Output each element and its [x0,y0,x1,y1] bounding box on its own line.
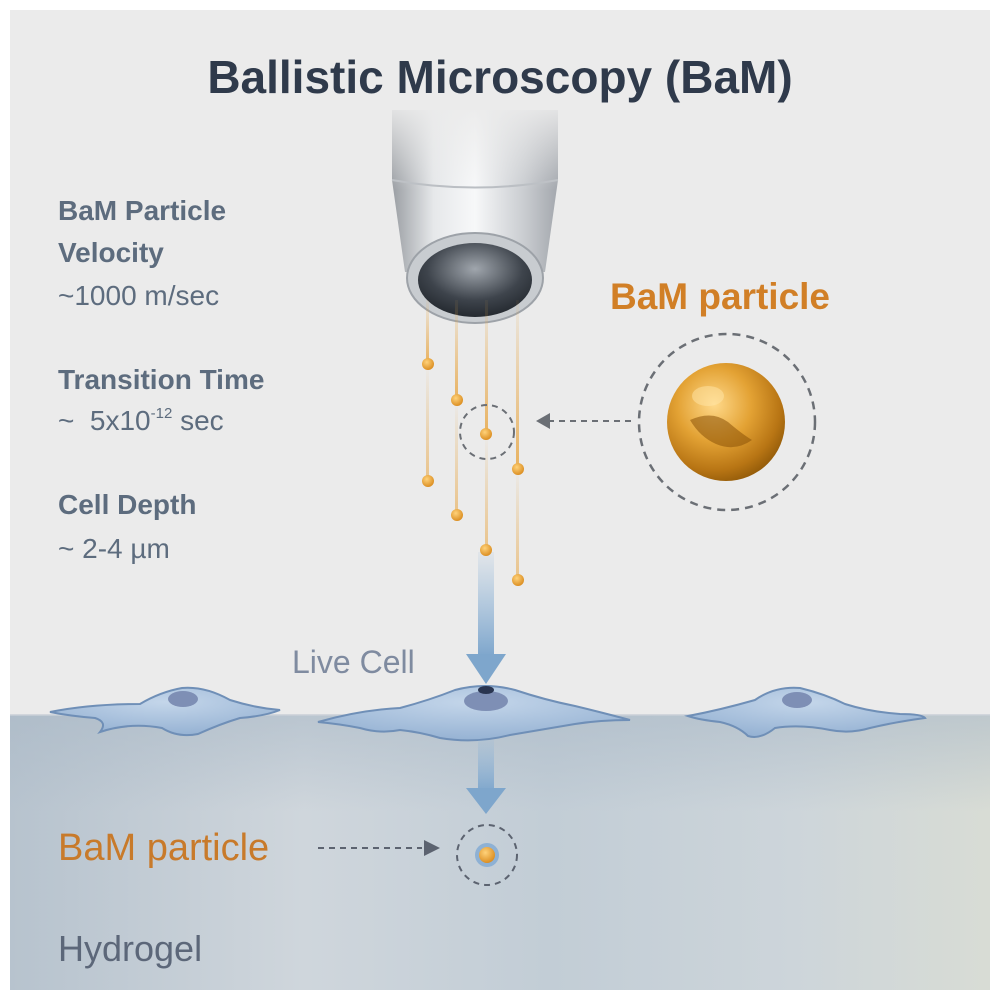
particle-dot [451,394,463,406]
zoom-arrow-head [536,413,550,429]
hydrogel-shading [10,715,990,990]
live-cell-icon [317,685,631,742]
velocity-value: ~1000 m/sec [58,280,220,311]
particle-trails [426,300,519,578]
live-cell-icon [684,686,927,738]
particle-dot [480,428,492,440]
transition-time-label: Transition Time [58,364,265,395]
embedded-ring [456,824,518,886]
embedded-arrow-head [424,840,440,856]
transition-exponent: -12 [150,405,173,422]
cell-depth-label: Cell Depth [58,489,197,520]
particle-dot [512,574,524,586]
live-cell-icon [49,686,281,737]
arrow-head-upper [466,654,506,684]
transition-prefix: ~ 5x10 [58,405,151,436]
transition-time-value: ~ 5x10-12 sec [58,405,224,437]
gene-gun-nozzle-icon [388,100,562,324]
particle-dot [422,475,434,487]
live-cell-label: Live Cell [292,644,415,680]
beam-shaft-lower [478,740,494,792]
beam-shaft-upper [478,552,494,656]
zoom-ring-large [637,332,817,512]
particle-dot [422,358,434,370]
cell-depth-value: ~ 2-4 µm [58,533,170,564]
zoom-ring-small [459,404,515,460]
particle-heading: BaM Particle [58,195,227,226]
gold-particle-icon [479,847,495,863]
velocity-label: Velocity [58,237,164,268]
particle-callout-bottom: BaM particle [58,827,270,869]
particle-entry-point [478,686,494,694]
transition-unit: sec [172,405,224,436]
particle-dot [512,463,524,475]
hydrogel-label: Hydrogel [58,928,203,969]
gold-particle-icon [667,363,785,481]
flying-particles [422,358,524,586]
particle-dot [480,544,492,556]
particle-callout-top: BaM particle [610,276,831,317]
arrow-head-lower [466,788,506,814]
diagram-title: Ballistic Microscopy (BaM) [207,51,793,103]
particle-dot [451,509,463,521]
